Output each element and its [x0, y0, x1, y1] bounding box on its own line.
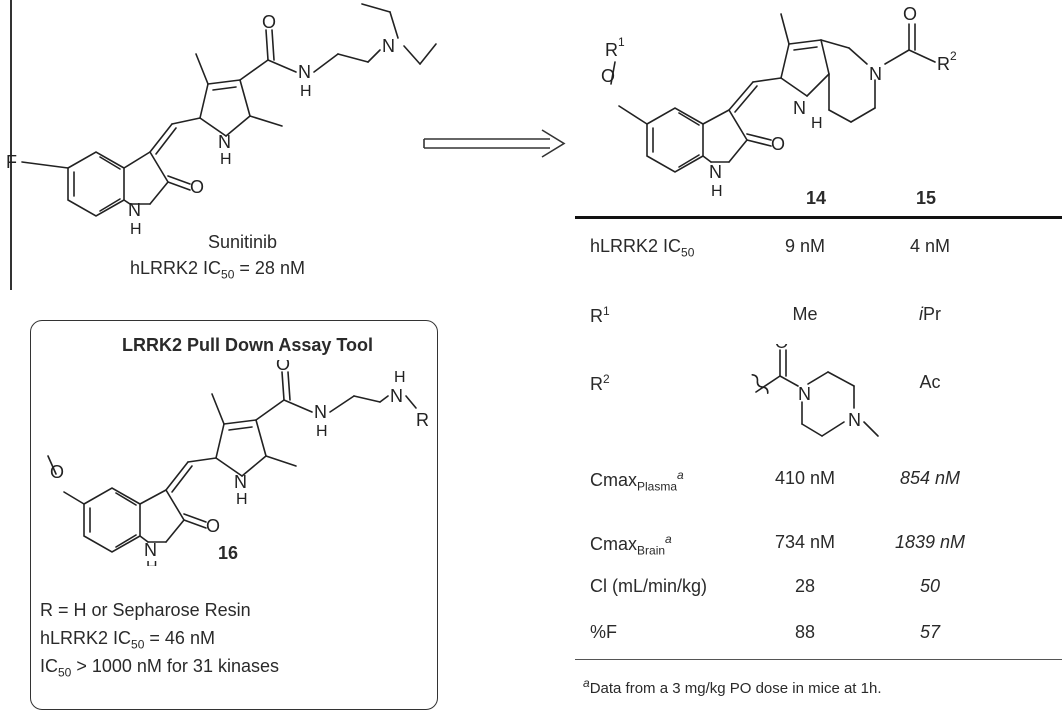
svg-text:F: F [6, 152, 17, 172]
svg-text:N: N [314, 402, 327, 422]
svg-text:H: H [711, 183, 723, 200]
table-header-rule [575, 216, 1062, 219]
svg-text:N: N [848, 410, 861, 430]
tool-box-title: LRRK2 Pull Down Assay Tool [122, 335, 374, 355]
svg-text:N: N [218, 132, 231, 152]
svg-text:O: O [206, 516, 220, 536]
svg-text:H: H [811, 115, 823, 132]
cell-14-r1: Me [792, 304, 818, 324]
svg-text:H: H [316, 423, 328, 440]
svg-text:N: N [144, 540, 157, 560]
svg-text:N: N [234, 472, 247, 492]
svg-text:O: O [771, 134, 785, 154]
cell-14-bioavailability: 88 [794, 622, 816, 642]
row-label-clearance: Cl (mL/min/kg) [590, 576, 708, 596]
row-label-r2: R2 [590, 372, 610, 394]
col-header-15: 15 [915, 188, 937, 208]
svg-text:N: N [390, 386, 403, 406]
sunitinib-structure: F O N H N H O N H N [6, 3, 437, 238]
scaffold-14-15-structure: O R 1 O N H N H N O R 2 [601, 4, 957, 200]
tool-r-definition: R = H or Sepharose Resin [40, 600, 251, 620]
tool-selectivity: IC50 > 1000 nM for 31 kinases [40, 656, 279, 680]
cell-15-cmax-brain: 1839 nM [894, 532, 966, 552]
row-label-r1: R1 [590, 304, 610, 326]
svg-text:N: N [709, 162, 722, 182]
row-label-cmax-brain: CmaxBraina [590, 532, 672, 558]
svg-text:N: N [793, 98, 806, 118]
compound-16-label: 16 [218, 543, 239, 563]
cell-15-r1: iPr [919, 304, 941, 324]
svg-text:H: H [130, 221, 142, 238]
svg-text:H: H [220, 151, 232, 168]
cell-15-bioavailability: 57 [919, 622, 941, 642]
cell-15-r2: Ac [919, 372, 941, 392]
svg-text:O: O [903, 4, 917, 24]
tool-lrrk2-activity: hLRRK2 IC50 = 46 nM [40, 628, 215, 652]
svg-text:2: 2 [950, 49, 957, 63]
col-header-14: 14 [805, 188, 827, 208]
sunitinib-name: Sunitinib [208, 232, 278, 252]
svg-text:O: O [50, 462, 64, 482]
cell-14-cmax-plasma: 410 nM [774, 468, 836, 488]
compound-16-structure: O O N H N H O N H N H R [47, 360, 429, 566]
row-label-cmax-plasma: CmaxPlasmaa [590, 468, 684, 494]
svg-text:O: O [276, 360, 290, 374]
svg-text:H: H [394, 369, 406, 386]
svg-text:R: R [937, 54, 950, 74]
svg-text:O: O [775, 344, 788, 352]
tool-compound-box [30, 320, 438, 710]
transformation-arrow [423, 129, 566, 158]
svg-text:O: O [262, 12, 276, 32]
svg-text:1: 1 [618, 35, 625, 49]
cell-15-clearance: 50 [919, 576, 941, 596]
svg-text:H: H [236, 491, 248, 508]
cell-14-cmax-brain: 734 nM [774, 532, 836, 552]
sunitinib-activity: hLRRK2 IC50 = 28 nM [130, 258, 305, 282]
row-label-ic50: hLRRK2 IC50 [590, 236, 695, 260]
svg-text:H: H [300, 83, 312, 100]
svg-text:O: O [601, 66, 615, 86]
svg-text:R: R [605, 40, 618, 60]
svg-text:H: H [146, 559, 158, 566]
cell-15-ic50: 4 nM [909, 236, 951, 256]
svg-text:N: N [798, 384, 811, 404]
left-divider [10, 0, 12, 290]
cell-14-clearance: 28 [794, 576, 816, 596]
row-label-bioavailability: %F [590, 622, 617, 642]
table-footer-rule [575, 659, 1062, 660]
svg-text:N: N [869, 64, 882, 84]
svg-text:N: N [128, 200, 141, 220]
cell-15-cmax-plasma: 854 nM [899, 468, 961, 488]
svg-text:N: N [298, 62, 311, 82]
svg-text:N: N [382, 36, 395, 56]
svg-text:O: O [190, 177, 204, 197]
svg-text:R: R [416, 410, 429, 430]
cell-14-ic50: 9 nM [784, 236, 826, 256]
r2-piperazine-carbonyl-structure: O N N [751, 344, 879, 437]
table-footnote: aData from a 3 mg/kg PO dose in mice at … [583, 676, 882, 697]
